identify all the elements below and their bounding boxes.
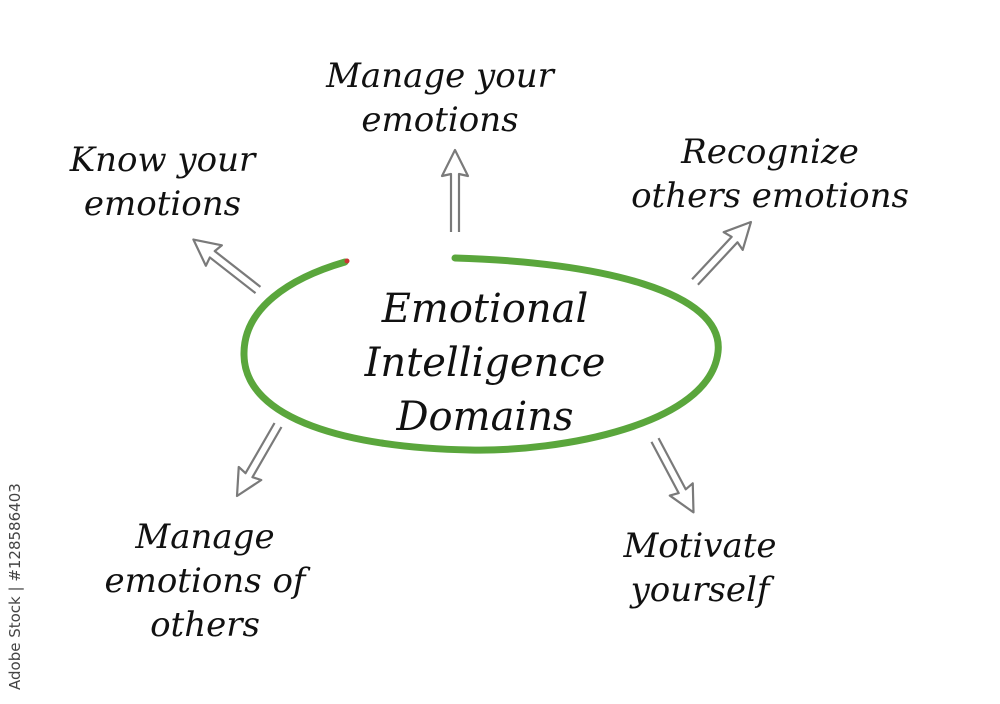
center-label-line-1: Emotional — [381, 286, 589, 332]
manage-line-2: emotions — [361, 100, 519, 140]
arrow-to-manage-your-emotions-icon — [440, 148, 470, 232]
recognize-line-2: others emotions — [631, 176, 909, 216]
label-recognize-others-emotions: Recognize others emotions — [595, 130, 945, 218]
label-know-your-emotions: Know your emotions — [30, 138, 295, 226]
manage-line-1: Manage your — [326, 56, 554, 96]
recognize-line-1: Recognize — [681, 132, 859, 172]
arrow-to-know-your-emotions-icon — [192, 238, 262, 295]
label-manage-your-emotions: Manage your emotions — [290, 54, 590, 142]
know-line-2: emotions — [83, 184, 242, 224]
hollow-arrow-icon — [691, 220, 753, 286]
others-line-3: others — [150, 605, 260, 645]
arrow-to-manage-emotions-of-others-icon — [235, 422, 283, 498]
know-line-1: Know your — [69, 140, 256, 180]
motivate-line-1: Motivate — [623, 526, 777, 566]
label-manage-emotions-of-others: Manage emotions of others — [70, 515, 340, 647]
center-ring — [240, 254, 722, 454]
hollow-arrow-icon — [235, 422, 283, 498]
label-motivate-yourself: Motivate yourself — [590, 524, 810, 612]
hollow-arrow-icon — [650, 437, 695, 514]
arrow-to-motivate-yourself-icon — [650, 437, 695, 514]
center-label-line-2: Intelligence — [364, 340, 606, 386]
ring-start-dot — [344, 258, 350, 264]
others-line-1: Manage — [135, 517, 275, 557]
arrow-to-recognize-others-emotions-icon — [691, 220, 753, 286]
hollow-arrow-icon — [192, 238, 262, 295]
hollow-arrow-icon — [440, 148, 470, 232]
center-label-line-3: Domains — [396, 394, 574, 440]
others-line-2: emotions of — [104, 561, 306, 601]
stock-watermark: Adobe Stock | #128586403 — [6, 483, 24, 690]
center-label: Emotional Intelligence Domains — [300, 282, 670, 444]
motivate-line-2: yourself — [630, 570, 770, 610]
